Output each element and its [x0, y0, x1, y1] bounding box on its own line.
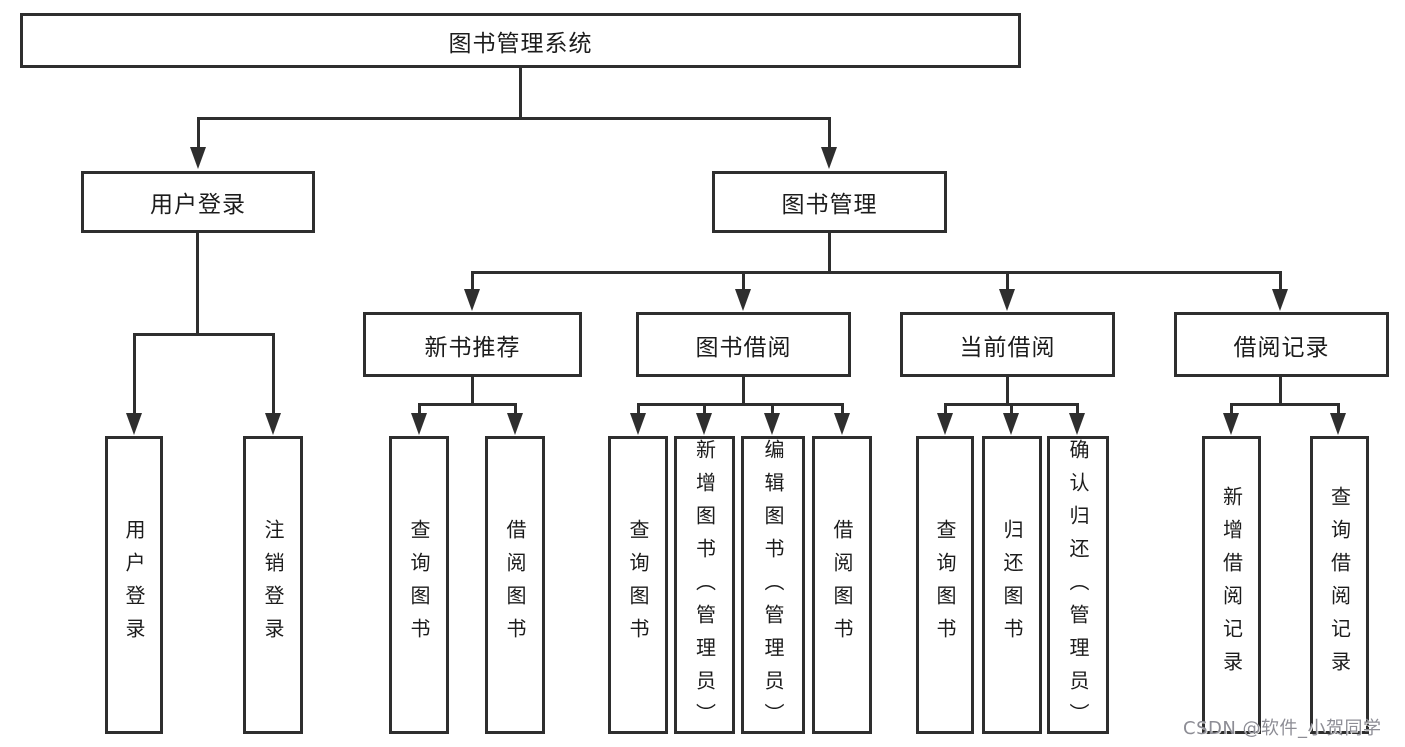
arrow-down-icon [411, 413, 427, 435]
connector-line [1076, 403, 1079, 417]
leaf-return-book: 归还图书 [982, 436, 1042, 734]
connector-line [418, 403, 421, 417]
connector-line [1006, 377, 1009, 406]
csdn-watermark: CSDN @软件_小贺同学 [1183, 718, 1382, 739]
leaf-query-book-borrowing: 查询图书 [608, 436, 668, 734]
arrow-down-icon [937, 413, 953, 435]
connector-line [944, 403, 947, 417]
connector-line [1010, 403, 1013, 417]
connector-line [514, 403, 517, 417]
node-user-login: 用户登录 [81, 171, 315, 233]
arrow-down-icon [1223, 413, 1239, 435]
connector-line [133, 333, 275, 336]
connector-line [471, 271, 474, 292]
leaf-query-book-recommend: 查询图书 [389, 436, 449, 734]
connector-line [1006, 271, 1009, 292]
leaf-add-book-admin: 新增图书（管理员） [674, 436, 735, 736]
connector-line [703, 403, 706, 417]
connector-line [471, 271, 1282, 274]
connector-line [197, 117, 831, 120]
connector-line [841, 403, 844, 417]
connector-line [196, 233, 199, 336]
connector-line [418, 403, 517, 406]
connector-line [1230, 403, 1340, 406]
arrow-down-icon [190, 147, 206, 169]
arrow-down-icon [630, 413, 646, 435]
connector-line [742, 271, 745, 292]
connector-line [637, 403, 640, 417]
node-new-book-recommend: 新书推荐 [363, 312, 582, 377]
node-root-library-system: 图书管理系统 [20, 13, 1021, 68]
arrow-down-icon [126, 413, 142, 435]
node-book-borrowing: 图书借阅 [636, 312, 851, 377]
connector-line [1230, 403, 1233, 417]
connector-line [272, 333, 275, 416]
connector-line [519, 68, 522, 119]
arrow-down-icon [1003, 413, 1019, 435]
connector-line [637, 403, 844, 406]
connector-line [828, 117, 831, 151]
connector-line [828, 233, 831, 274]
arrow-down-icon [464, 289, 480, 311]
node-book-management: 图书管理 [712, 171, 947, 233]
arrow-down-icon [1069, 413, 1085, 435]
connector-line [471, 377, 474, 406]
arrow-down-icon [507, 413, 523, 435]
arrow-down-icon [764, 413, 780, 435]
connector-line [197, 117, 200, 151]
arrow-down-icon [1272, 289, 1288, 311]
arrow-down-icon [735, 289, 751, 311]
leaf-query-borrow-record: 查询借阅记录 [1310, 436, 1369, 734]
node-borrowing-records: 借阅记录 [1174, 312, 1389, 377]
connector-line [742, 377, 745, 406]
leaf-edit-book-admin: 编辑图书（管理员） [741, 436, 805, 736]
leaf-logout: 注销登录 [243, 436, 303, 734]
connector-line [1279, 271, 1282, 292]
leaf-query-book-current: 查询图书 [916, 436, 974, 734]
arrow-down-icon [696, 413, 712, 435]
arrow-down-icon [834, 413, 850, 435]
leaf-confirm-return-admin: 确认归还（管理员） [1047, 436, 1109, 736]
connector-line [1279, 377, 1282, 406]
arrow-down-icon [821, 147, 837, 169]
leaf-borrow-book-recommend: 借阅图书 [485, 436, 545, 734]
leaf-add-borrow-record: 新增借阅记录 [1202, 436, 1261, 734]
arrow-down-icon [1330, 413, 1346, 435]
connector-line [133, 333, 136, 416]
arrow-down-icon [265, 413, 281, 435]
node-current-borrowing: 当前借阅 [900, 312, 1115, 377]
connector-line [1337, 403, 1340, 417]
arrow-down-icon [999, 289, 1015, 311]
leaf-borrow-book-borrowing: 借阅图书 [812, 436, 872, 734]
connector-line [771, 403, 774, 417]
leaf-user-login: 用户登录 [105, 436, 163, 734]
